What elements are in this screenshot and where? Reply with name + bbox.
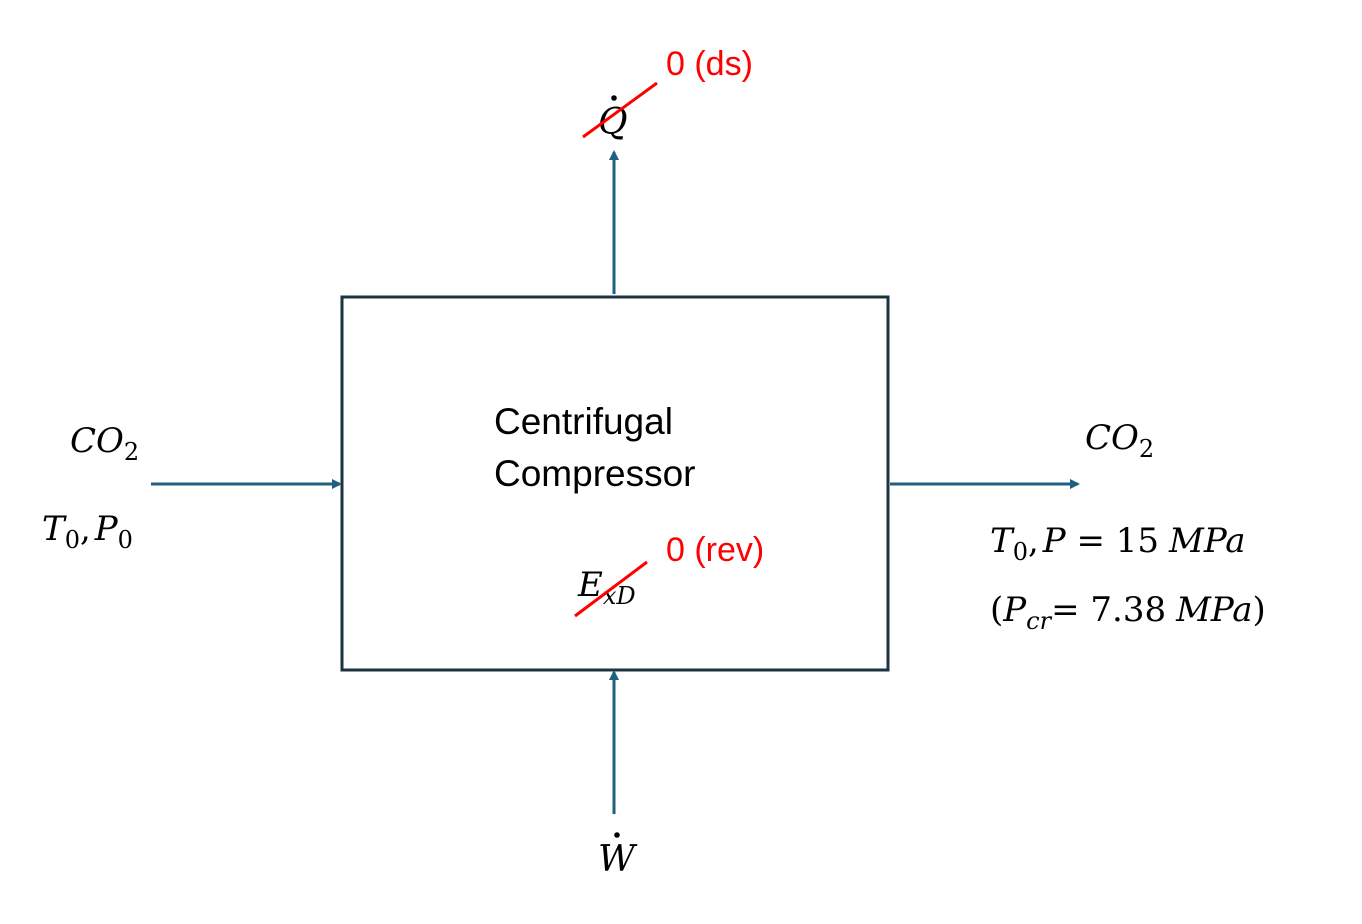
- work-symbol: W: [598, 832, 638, 880]
- inlet-state: T0,P0: [42, 509, 133, 554]
- exergy-strike: [574, 560, 648, 618]
- box-label-line1: Centrifugal: [494, 401, 673, 442]
- outlet-species: CO2: [1085, 418, 1154, 463]
- exergy-note: 0 (rev): [666, 531, 764, 569]
- box-label-line2: Compressor: [494, 453, 696, 494]
- heat-strike: [582, 81, 658, 139]
- inlet-species: CO2: [70, 421, 139, 466]
- exergy-symbol: ExD: [574, 560, 648, 618]
- work-dot: [614, 832, 620, 838]
- heat-note: 0 (ds): [666, 45, 753, 83]
- heat-dot: [611, 95, 617, 101]
- heat-symbol: Q: [582, 81, 658, 143]
- svg-text:W: W: [598, 839, 638, 880]
- svg-text:ExD: ExD: [577, 565, 636, 610]
